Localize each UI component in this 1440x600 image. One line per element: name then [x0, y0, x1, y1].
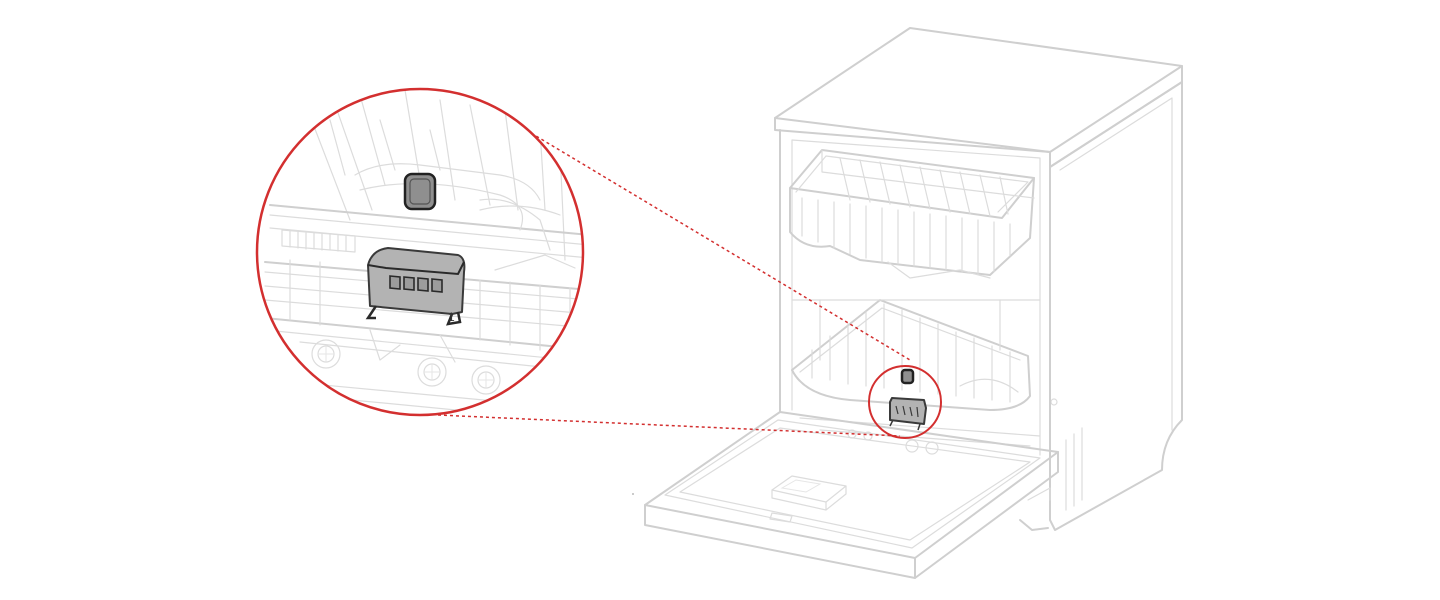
callout-leader-lines — [437, 129, 911, 437]
rack-clip-part — [365, 247, 466, 326]
rack-wheels — [311, 339, 501, 395]
magnified-callout: 1 — [255, 87, 585, 417]
rack-clip-small — [889, 397, 927, 431]
dishwasher-top — [774, 27, 1183, 168]
rack-stopper-part — [403, 172, 437, 211]
callout-circle — [255, 87, 585, 417]
lower-rack — [791, 299, 1041, 411]
open-door — [632, 411, 1059, 579]
small-callout-circle — [868, 365, 942, 439]
upper-rack — [789, 149, 1035, 279]
callout-number: 1 — [448, 310, 455, 324]
dishwasher-illustration — [632, 27, 1183, 579]
dishwasher-side — [1049, 81, 1183, 531]
rack-stopper-small — [900, 368, 915, 385]
